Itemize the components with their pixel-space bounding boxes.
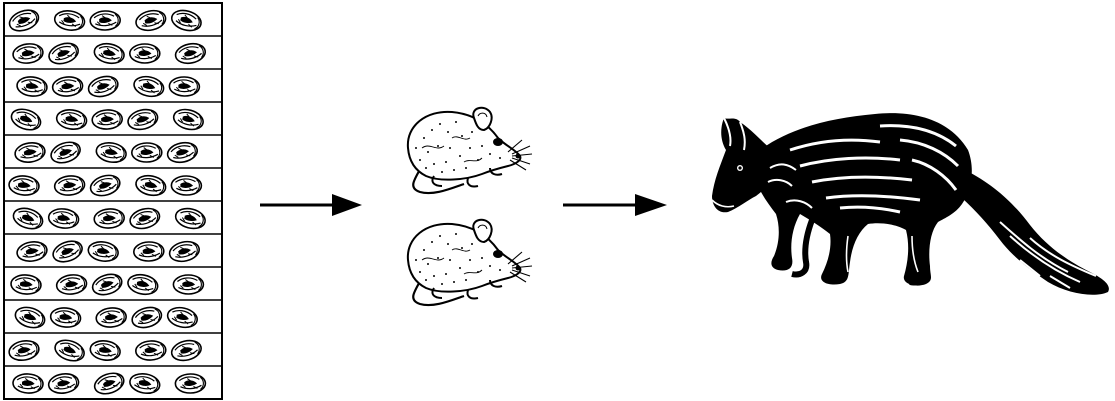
seed-icon	[130, 141, 163, 164]
arrow-tray-to-mice	[260, 194, 362, 216]
seed-icon	[174, 372, 207, 395]
seed-icon	[132, 240, 165, 263]
seed-icon	[170, 174, 203, 197]
seed-icon	[134, 339, 168, 362]
seed-icon	[172, 274, 205, 295]
arrowhead-icon	[635, 194, 667, 216]
arrowhead-icon	[332, 194, 362, 216]
mouse-icon	[406, 106, 534, 195]
seed-icon	[11, 372, 45, 395]
fox-icon	[711, 113, 1109, 295]
mouse-icon	[406, 218, 534, 307]
seed-icon	[90, 108, 124, 131]
seed-icon	[89, 9, 122, 32]
mice-group	[406, 106, 534, 307]
arrow-mice-to-fox	[563, 194, 667, 216]
seed-tray	[3, 2, 223, 400]
seed-icon	[168, 75, 201, 98]
seed-icon	[129, 43, 161, 64]
